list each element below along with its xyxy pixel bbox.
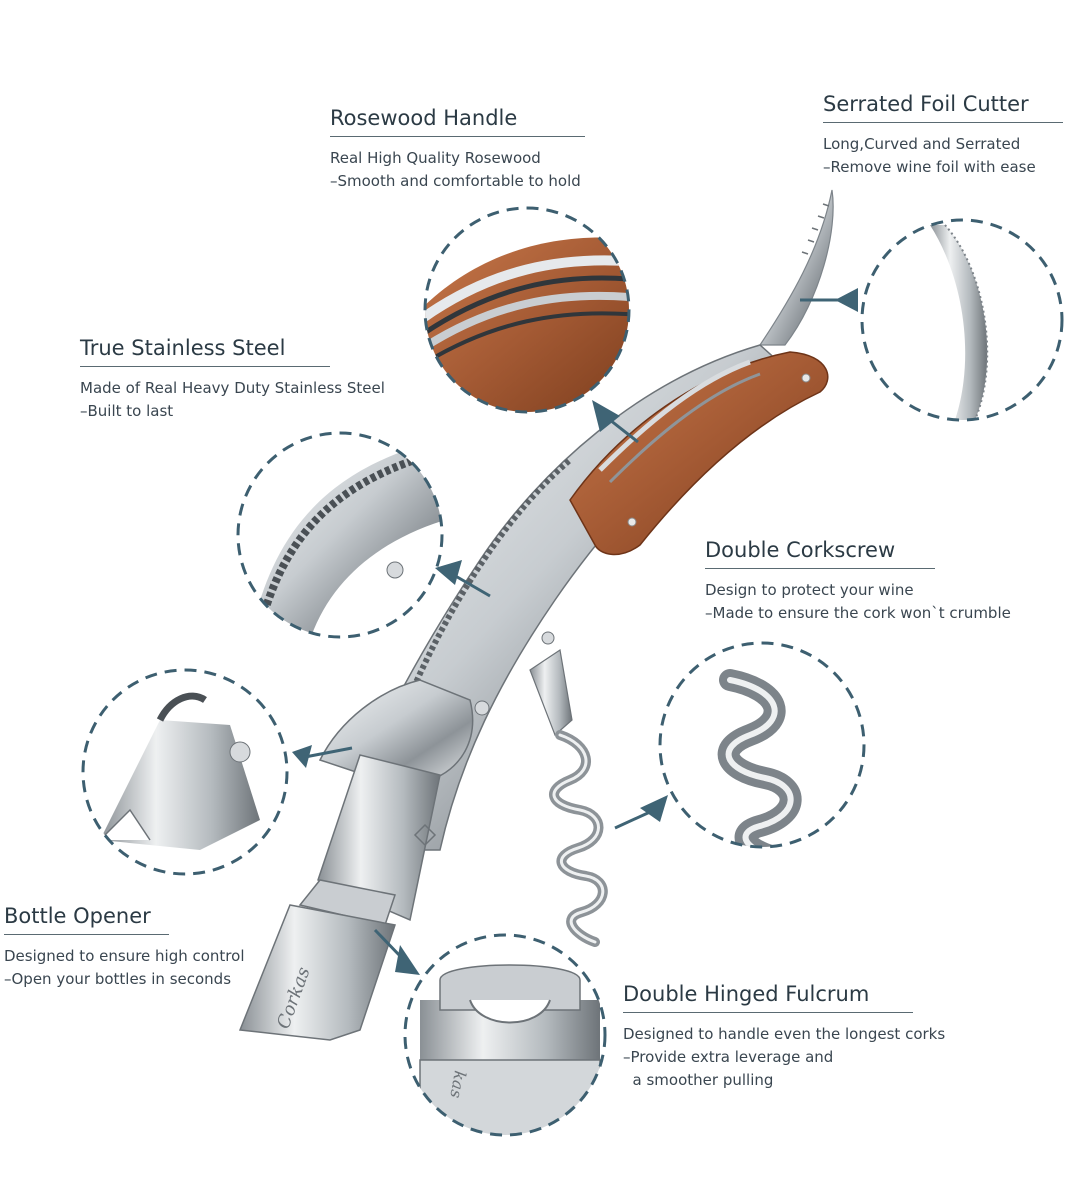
label-double-corkscrew: Double Corkscrew Design to protect your … — [705, 538, 1011, 625]
zoom-circle-rosewood — [423, 206, 639, 444]
label-description: Design to protect your wine –Made to ens… — [705, 581, 1011, 622]
label-title: True Stainless Steel — [80, 336, 330, 367]
brand-engraving-partial: kas — [446, 1069, 469, 1099]
label-description: Long,Curved and Serrated –Remove wine fo… — [823, 135, 1036, 176]
label-bottle-opener: Bottle Opener Designed to ensure high co… — [4, 904, 245, 991]
zoom-circle-bottle — [81, 668, 353, 876]
zoom-circle-steel — [236, 431, 491, 639]
label-double-hinged-fulcrum: Double Hinged Fulcrum Designed to handle… — [623, 982, 945, 1092]
label-title: Rosewood Handle — [330, 106, 585, 137]
pointer-triangle — [435, 560, 462, 585]
label-title: Double Corkscrew — [705, 538, 935, 569]
label-description: Designed to handle even the longest cork… — [623, 1025, 946, 1089]
label-description: Designed to ensure high control –Open yo… — [4, 947, 245, 988]
zoom-circle-foil — [800, 218, 1064, 422]
pointer-triangle — [640, 795, 668, 822]
rosewood-handle — [569, 351, 829, 556]
label-title: Double Hinged Fulcrum — [623, 982, 913, 1013]
pointer-triangle — [835, 288, 858, 312]
label-true-stainless-steel: True Stainless Steel Made of Real Heavy … — [80, 336, 385, 423]
label-description: Made of Real Heavy Duty Stainless Steel … — [80, 379, 385, 420]
pointer-triangle — [592, 400, 620, 432]
pointer-triangle — [395, 945, 420, 975]
label-serrated-foil-cutter: Serrated Foil Cutter Long,Curved and Ser… — [823, 92, 1063, 179]
pointer-triangle — [292, 745, 312, 768]
foil-blade — [758, 189, 834, 346]
label-description: Real High Quality Rosewood –Smooth and c… — [330, 149, 581, 190]
zoom-circle-corkscrew — [614, 641, 866, 849]
label-title: Bottle Opener — [4, 904, 169, 935]
zoom-circle-fulcrum: kas — [373, 928, 607, 1137]
main-tool: Corkas — [238, 189, 834, 1041]
label-title: Serrated Foil Cutter — [823, 92, 1063, 123]
label-rosewood-handle: Rosewood Handle Real High Quality Rosewo… — [330, 106, 585, 193]
